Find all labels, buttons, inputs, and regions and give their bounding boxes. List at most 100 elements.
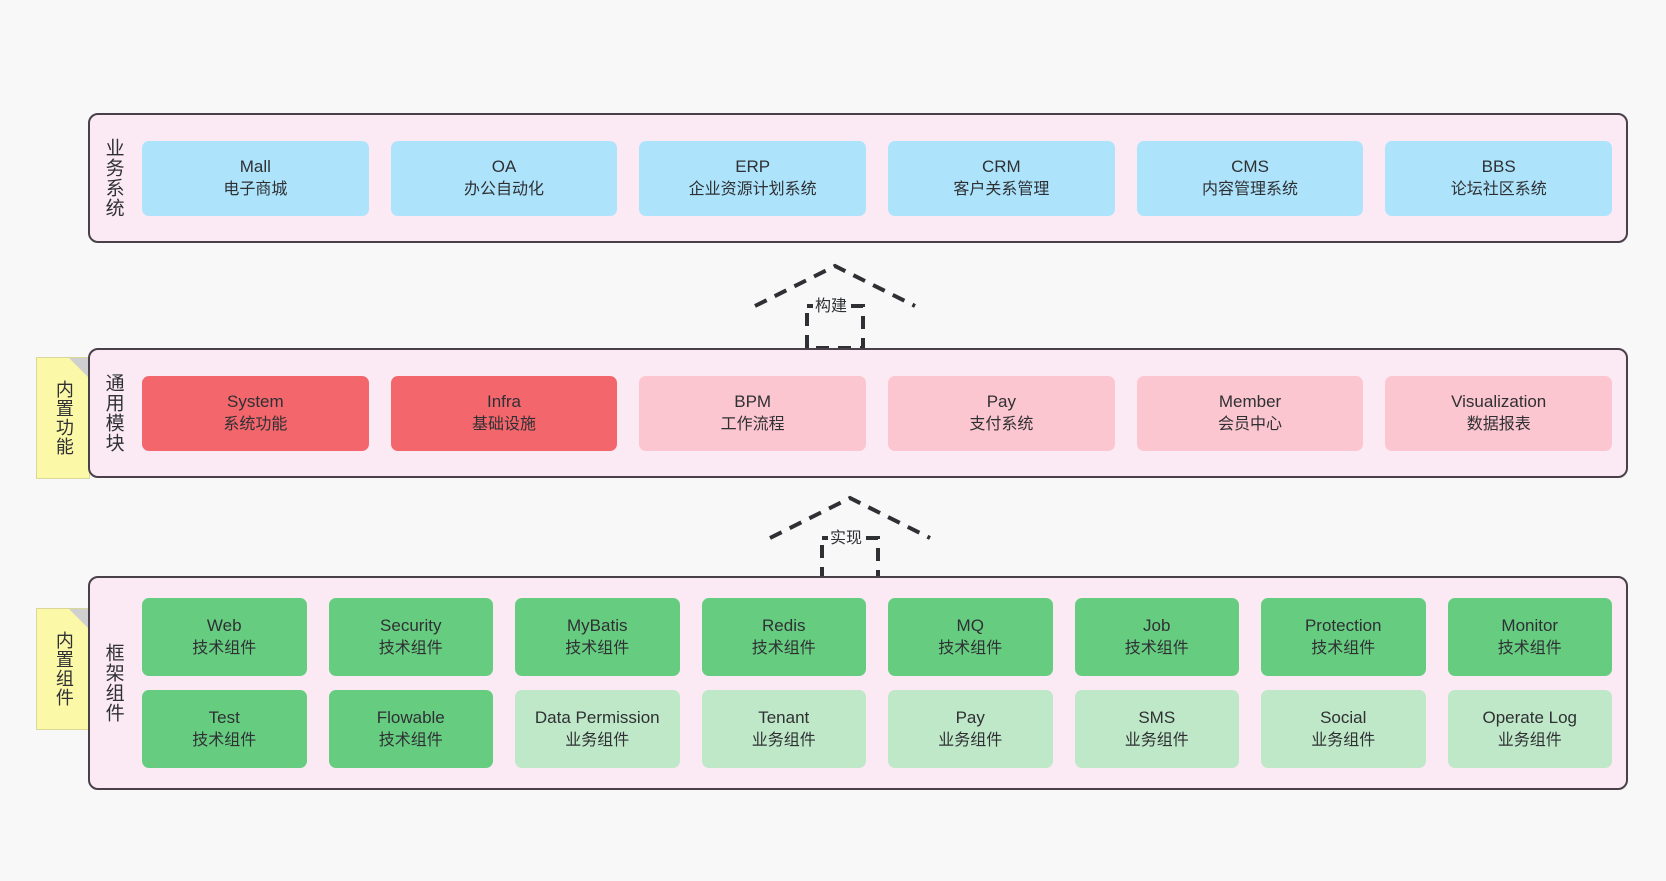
business-card-cms[interactable]: CMS 内容管理系统 (1136, 140, 1364, 216)
card-subtitle: 业务组件 (565, 731, 630, 749)
card-subtitle: 技术组件 (1124, 639, 1189, 657)
card-subtitle: 技术组件 (938, 639, 1003, 657)
component-card-mq[interactable]: MQ 技术组件 (888, 598, 1053, 676)
card-title: Test (208, 708, 240, 728)
card-title: SMS (1138, 708, 1176, 728)
card-title: Protection (1304, 616, 1382, 636)
card-subtitle: 技术组件 (378, 731, 443, 749)
card-subtitle: 支付系统 (969, 415, 1034, 433)
arrow-implement-label: 实现 (828, 524, 865, 548)
card-subtitle: 业务组件 (1497, 731, 1562, 749)
card-subtitle: 技术组件 (1311, 639, 1376, 657)
card-title: Member (1218, 392, 1282, 412)
card-subtitle: 技术组件 (192, 731, 257, 749)
card-title: Social (1320, 708, 1367, 728)
card-title: CRM (981, 157, 1021, 177)
business-card-erp[interactable]: ERP 企业资源计划系统 (639, 140, 867, 216)
note-builtin-functions: 内置功能 (36, 357, 90, 479)
card-subtitle: 技术组件 (378, 639, 443, 657)
layer-title-business: 业务系统 (102, 138, 124, 218)
card-title: Data Permission (534, 708, 660, 728)
card-title: Web (206, 616, 242, 636)
note-builtin-components: 内置组件 (36, 608, 90, 730)
component-card-tenant[interactable]: Tenant 业务组件 (701, 690, 866, 768)
card-title: System (226, 392, 284, 412)
card-title: Redis (762, 616, 806, 636)
card-title: BPM (734, 392, 772, 412)
card-title: Operate Log (1482, 708, 1577, 728)
card-title: CMS (1231, 157, 1269, 177)
component-card-mybatis[interactable]: MyBatis 技术组件 (515, 598, 680, 676)
card-title: Infra (486, 392, 522, 412)
card-title: Job (1143, 616, 1171, 636)
component-card-job[interactable]: Job 技术组件 (1074, 598, 1239, 676)
card-subtitle: 内容管理系统 (1202, 180, 1299, 198)
module-card-pay[interactable]: Pay 支付系统 (888, 375, 1115, 451)
card-title: Flowable (376, 708, 445, 728)
module-card-member[interactable]: Member 会员中心 (1136, 375, 1364, 451)
layer-common-modules: 通用模块 System 系统功能 Infra 基础设施 BPM 工作流程 Pay 支付系统 Me… (88, 348, 1628, 478)
layer-title-common: 通用模块 (102, 373, 124, 453)
card-title: Visualization (1451, 392, 1547, 412)
card-subtitle: 客户关系管理 (953, 180, 1050, 198)
layer-title-framework: 框架组件 (102, 643, 124, 723)
card-title: ERP (735, 157, 771, 177)
card-title: Pay (986, 392, 1016, 412)
arrow-build-label: 构建 (813, 292, 850, 316)
card-subtitle: 技术组件 (1497, 639, 1562, 657)
card-title: MQ (956, 616, 984, 636)
component-card-pay[interactable]: Pay 业务组件 (888, 690, 1053, 768)
card-subtitle: 基础设施 (472, 415, 537, 433)
arrow-build: 构建 (745, 258, 925, 350)
card-subtitle: 系统功能 (223, 415, 288, 433)
card-subtitle: 工作流程 (720, 415, 785, 433)
component-card-data-permission[interactable]: Data Permission 业务组件 (515, 690, 680, 768)
module-card-infra[interactable]: Infra 基础设施 (390, 375, 618, 451)
component-card-test[interactable]: Test 技术组件 (142, 690, 307, 768)
module-card-bpm[interactable]: BPM 工作流程 (639, 375, 867, 451)
card-title: Security (380, 616, 442, 636)
component-card-flowable[interactable]: Flowable 技术组件 (328, 690, 493, 768)
card-subtitle: 技术组件 (751, 639, 816, 657)
component-card-security[interactable]: Security 技术组件 (328, 598, 493, 676)
note-builtin-functions-label: 内置功能 (53, 380, 74, 456)
card-subtitle: 电子商城 (223, 180, 288, 198)
card-subtitle: 业务组件 (938, 731, 1003, 749)
component-card-redis[interactable]: Redis 技术组件 (701, 598, 866, 676)
component-card-operate-log[interactable]: Operate Log 业务组件 (1447, 690, 1612, 768)
card-subtitle: 技术组件 (192, 639, 257, 657)
card-title: Tenant (758, 708, 810, 728)
module-card-visualization[interactable]: Visualization 数据报表 (1385, 375, 1613, 451)
card-subtitle: 业务组件 (751, 731, 816, 749)
arrow-implement: 实现 (760, 490, 940, 582)
card-title: Pay (955, 708, 985, 728)
card-title: BBS (1481, 157, 1516, 177)
layer-body-common: System 系统功能 Infra 基础设施 BPM 工作流程 Pay 支付系统 Member 会… (136, 350, 1626, 476)
component-card-monitor[interactable]: Monitor 技术组件 (1447, 598, 1612, 676)
component-card-protection[interactable]: Protection 技术组件 (1261, 598, 1426, 676)
common-modules-row: System 系统功能 Infra 基础设施 BPM 工作流程 Pay 支付系统 Member 会… (142, 375, 1613, 451)
card-subtitle: 技术组件 (565, 639, 630, 657)
component-card-web[interactable]: Web 技术组件 (142, 598, 307, 676)
card-title: OA (491, 157, 517, 177)
component-card-social[interactable]: Social 业务组件 (1261, 690, 1426, 768)
module-card-system[interactable]: System 系统功能 (142, 375, 369, 451)
card-subtitle: 数据报表 (1466, 415, 1531, 433)
card-title: Monitor (1501, 616, 1559, 636)
card-subtitle: 企业资源计划系统 (688, 180, 817, 198)
card-title: MyBatis (567, 616, 628, 636)
business-card-crm[interactable]: CRM 客户关系管理 (888, 140, 1115, 216)
card-subtitle: 业务组件 (1311, 731, 1376, 749)
card-subtitle: 会员中心 (1218, 415, 1283, 433)
